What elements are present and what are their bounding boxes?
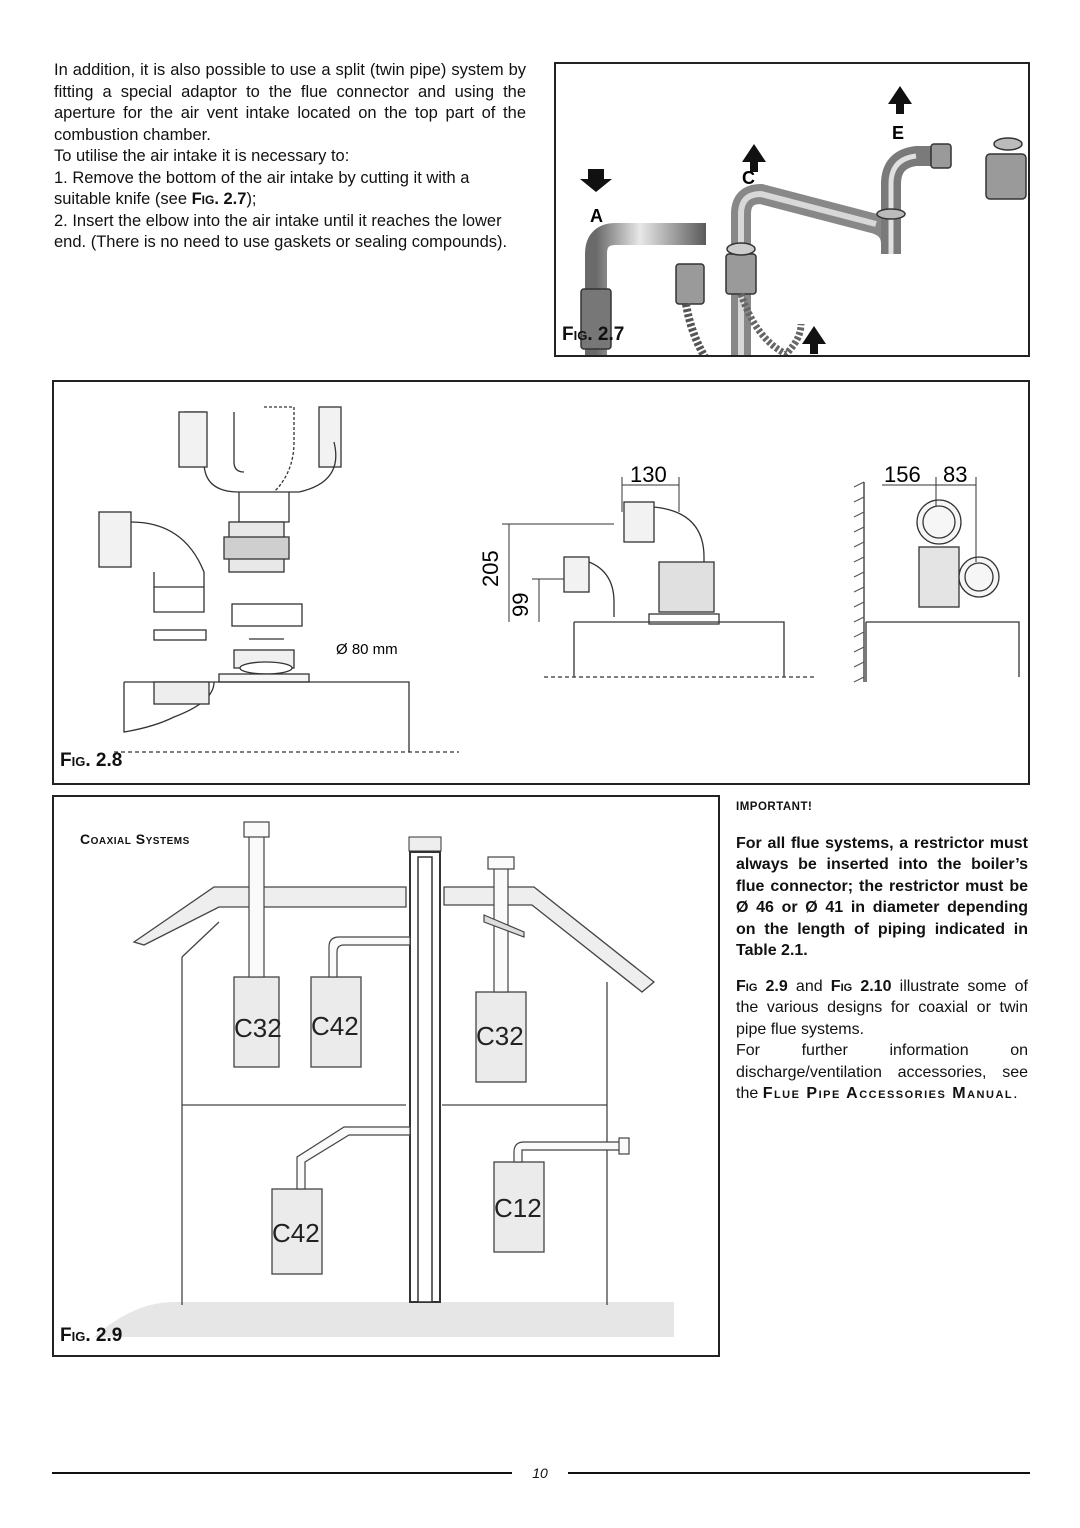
dimension-83: 83 — [943, 462, 967, 487]
footer-rule-right — [568, 1472, 1030, 1474]
marker-c: C — [742, 168, 755, 188]
pipe-e — [881, 146, 936, 254]
boiler-c32-right — [475, 991, 527, 1083]
label-c32-left: C32 — [234, 1013, 282, 1043]
label-c12: C12 — [494, 1193, 542, 1223]
wall-hatching — [853, 481, 865, 683]
arrow-up-icon — [802, 326, 826, 354]
figures-description: Fig 2.9 and Fig 2.10 illustrate some of … — [736, 976, 1028, 1041]
flow-arrows — [580, 86, 912, 354]
step-1-end: ); — [246, 190, 257, 208]
dimension-130: 130 — [630, 462, 667, 487]
step-1-text: 1. Remove the bottom of the air intake b… — [54, 168, 470, 209]
fig-2-7-reference: Fig. 2.7 — [191, 190, 247, 208]
further-information-text: For further information on discharge/ven… — [736, 1042, 1028, 1102]
boiler-c42-upper — [310, 976, 362, 1068]
arrow-up-icon — [742, 144, 766, 172]
flue-c32-left — [248, 831, 265, 978]
boiler-c12 — [493, 1161, 545, 1253]
coaxial-systems-title: Coaxial Systems — [80, 831, 190, 847]
period: . — [1013, 1085, 1018, 1102]
intro-text: In addition, it is also possible to use … — [54, 60, 526, 254]
pipe-a — [585, 223, 706, 355]
boilers — [233, 976, 545, 1275]
marker-a: A — [590, 206, 603, 226]
page-number: 10 — [532, 1465, 548, 1481]
roof-left — [132, 886, 407, 946]
fig-2-9-illustration: C32 C42 C32 C42 C12 — [94, 821, 674, 1337]
fig-2-9-label: Fig. 2.9 — [60, 1325, 123, 1346]
marker-e: E — [892, 123, 904, 143]
intro-paragraph-1: In addition, it is also possible to use … — [54, 61, 526, 144]
important-note: Important! For all flue systems, a restr… — [736, 797, 1028, 1105]
further-information: For further information on discharge/ven… — [736, 1040, 1028, 1105]
fig-2-10-reference: Fig 2.10 — [830, 977, 892, 995]
figure-2-8: 130 205 99 156 83 Ø 80 mm Fig. 2.8 — [52, 380, 1030, 785]
important-heading: Important! — [736, 801, 813, 813]
fig-2-9-reference: Fig 2.9 — [736, 977, 788, 995]
dimension-205: 205 — [478, 550, 503, 587]
flue-c42-lower — [296, 1126, 411, 1190]
conjunction: and — [787, 977, 831, 995]
label-c42-upper: C42 — [311, 1011, 359, 1041]
fig-2-7-label: Fig. 2.7 — [562, 324, 625, 345]
intro-step-2: 2. Insert the elbow into the air intake … — [54, 211, 508, 252]
figure-2-9: C32 C42 C32 C42 C12 Coaxial Systems Fig.… — [52, 795, 720, 1357]
fig-2-7-illustration: A C E — [580, 86, 1027, 355]
dimension-99: 99 — [508, 593, 533, 617]
arrow-up-icon — [888, 86, 912, 114]
restrictor-warning: For all flue systems, a restrictor must … — [736, 834, 1028, 960]
intro-paragraph-2: To utilise the air intake it is necessar… — [54, 147, 350, 165]
fig-2-8-label: Fig. 2.8 — [60, 750, 123, 771]
boiler-c42-lower — [271, 1188, 323, 1275]
label-c42-lower: C42 — [272, 1218, 320, 1248]
diameter-label: Ø 80 mm — [336, 641, 398, 658]
footer-rule-left — [52, 1472, 512, 1474]
accessories-manual-reference: Flue Pipe Accessories Manual — [762, 1085, 1014, 1102]
label-c32-right: C32 — [476, 1021, 524, 1051]
dimension-156: 156 — [884, 462, 921, 487]
arrow-down-icon — [580, 169, 612, 192]
ground — [94, 1302, 674, 1337]
intro-step-1: 1. Remove the bottom of the air intake b… — [54, 168, 526, 211]
flue-c42-upper — [328, 936, 411, 978]
figures-description-text: illustrate some of the various designs f… — [736, 977, 1028, 1038]
figure-2-7: A C E Fig. 2.7 — [554, 62, 1030, 357]
roof-right — [443, 886, 656, 993]
flue-c12 — [513, 1141, 625, 1163]
fig-2-8-illustration: 130 205 99 156 83 Ø 80 mm — [98, 406, 1020, 753]
